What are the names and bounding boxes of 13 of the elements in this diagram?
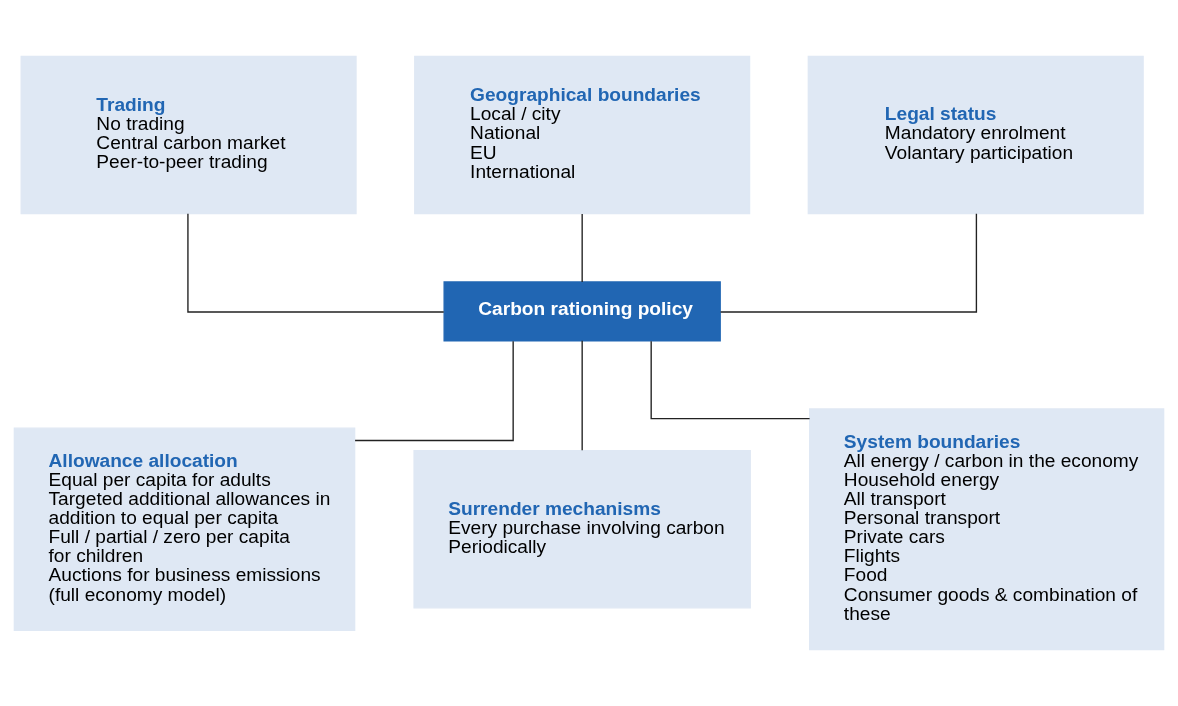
connector (581, 340, 583, 451)
connector (719, 213, 978, 313)
connector (187, 213, 445, 313)
node-box: Carbon rationing policy (443, 281, 721, 342)
connector (650, 340, 811, 420)
node-box: Allowance allocation Equal per capita for adults Targeted additional allowances in addition to equal per capita Full / partial / zero per capita for children Auctions for business emissions (full economy model) (13, 427, 356, 632)
node-box: Trading No trading Central carbon market Peer-to-peer trading (20, 55, 357, 215)
node-box: Geographical boundaries Local / city National EU International (414, 55, 751, 215)
connector (581, 213, 583, 283)
node-box: System boundaries All energy / carbon in the economy Household energy All transport Personal transport Private cars Flights Food Consumer goods & combination of these (809, 408, 1165, 651)
node-box: Surrender mechanisms Every purchase involving carbon Periodically (413, 450, 751, 609)
connector (354, 340, 514, 442)
node-box: Legal status Mandatory enrolment Volantary participation (807, 55, 1144, 215)
